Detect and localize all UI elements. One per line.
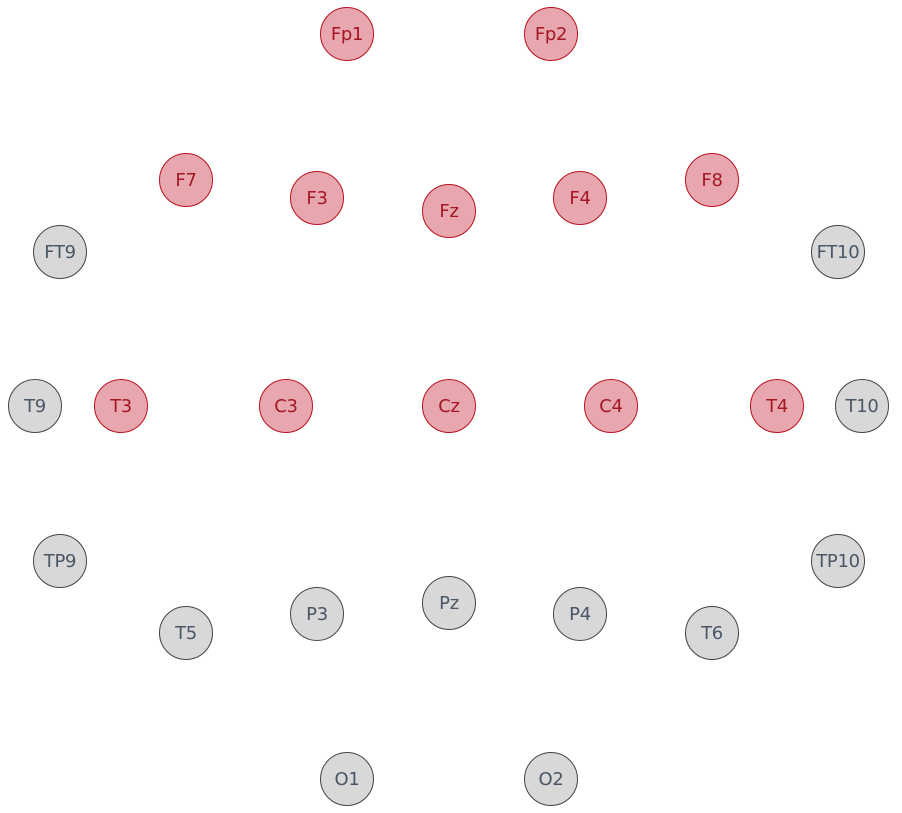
electrode-label: Fp2 — [534, 23, 568, 45]
electrode-fp1[interactable]: Fp1 — [320, 7, 374, 61]
electrode-label: Fz — [439, 200, 459, 222]
electrode-fz[interactable]: Fz — [422, 184, 476, 238]
electrode-label: Pz — [439, 592, 459, 614]
electrode-label: P3 — [306, 603, 328, 625]
electrode-label: T10 — [845, 395, 879, 417]
electrode-label: F4 — [569, 187, 591, 209]
electrode-label: O2 — [538, 768, 564, 790]
electrode-label: C3 — [274, 395, 298, 417]
electrode-o2[interactable]: O2 — [524, 752, 578, 806]
electrode-t5[interactable]: T5 — [159, 606, 213, 660]
electrode-label: FT9 — [44, 241, 76, 263]
electrode-label: TP9 — [43, 550, 77, 572]
electrode-p4[interactable]: P4 — [553, 587, 607, 641]
electrode-label: F7 — [175, 169, 197, 191]
electrode-c4[interactable]: C4 — [584, 379, 638, 433]
electrode-tp9[interactable]: TP9 — [33, 534, 87, 588]
electrode-fp2[interactable]: Fp2 — [524, 7, 578, 61]
electrode-t9[interactable]: T9 — [8, 379, 62, 433]
electrode-label: T5 — [175, 622, 197, 644]
electrode-o1[interactable]: O1 — [320, 752, 374, 806]
electrode-tp10[interactable]: TP10 — [811, 534, 865, 588]
electrode-label: Cz — [438, 395, 460, 417]
electrode-label: F8 — [701, 169, 723, 191]
electrode-label: C4 — [599, 395, 623, 417]
electrode-label: T9 — [24, 395, 46, 417]
electrode-f4[interactable]: F4 — [553, 171, 607, 225]
electrode-t4[interactable]: T4 — [750, 379, 804, 433]
electrode-label: O1 — [334, 768, 360, 790]
electrode-label: Fp1 — [330, 23, 364, 45]
electrode-f3[interactable]: F3 — [290, 171, 344, 225]
electrode-pz[interactable]: Pz — [422, 576, 476, 630]
electrode-label: TP10 — [816, 550, 860, 572]
electrode-f7[interactable]: F7 — [159, 153, 213, 207]
electrode-label: FT10 — [816, 241, 860, 263]
electrode-t6[interactable]: T6 — [685, 606, 739, 660]
electrode-c3[interactable]: C3 — [259, 379, 313, 433]
electrode-ft10[interactable]: FT10 — [811, 225, 865, 279]
electrode-f8[interactable]: F8 — [685, 153, 739, 207]
electrode-label: P4 — [569, 603, 591, 625]
electrode-t10[interactable]: T10 — [835, 379, 889, 433]
electrode-cz[interactable]: Cz — [422, 379, 476, 433]
electrode-label: T3 — [110, 395, 132, 417]
electrode-t3[interactable]: T3 — [94, 379, 148, 433]
electrode-p3[interactable]: P3 — [290, 587, 344, 641]
electrode-ft9[interactable]: FT9 — [33, 225, 87, 279]
electrode-label: T6 — [701, 622, 723, 644]
electrode-label: F3 — [306, 187, 328, 209]
electrode-label: T4 — [766, 395, 788, 417]
